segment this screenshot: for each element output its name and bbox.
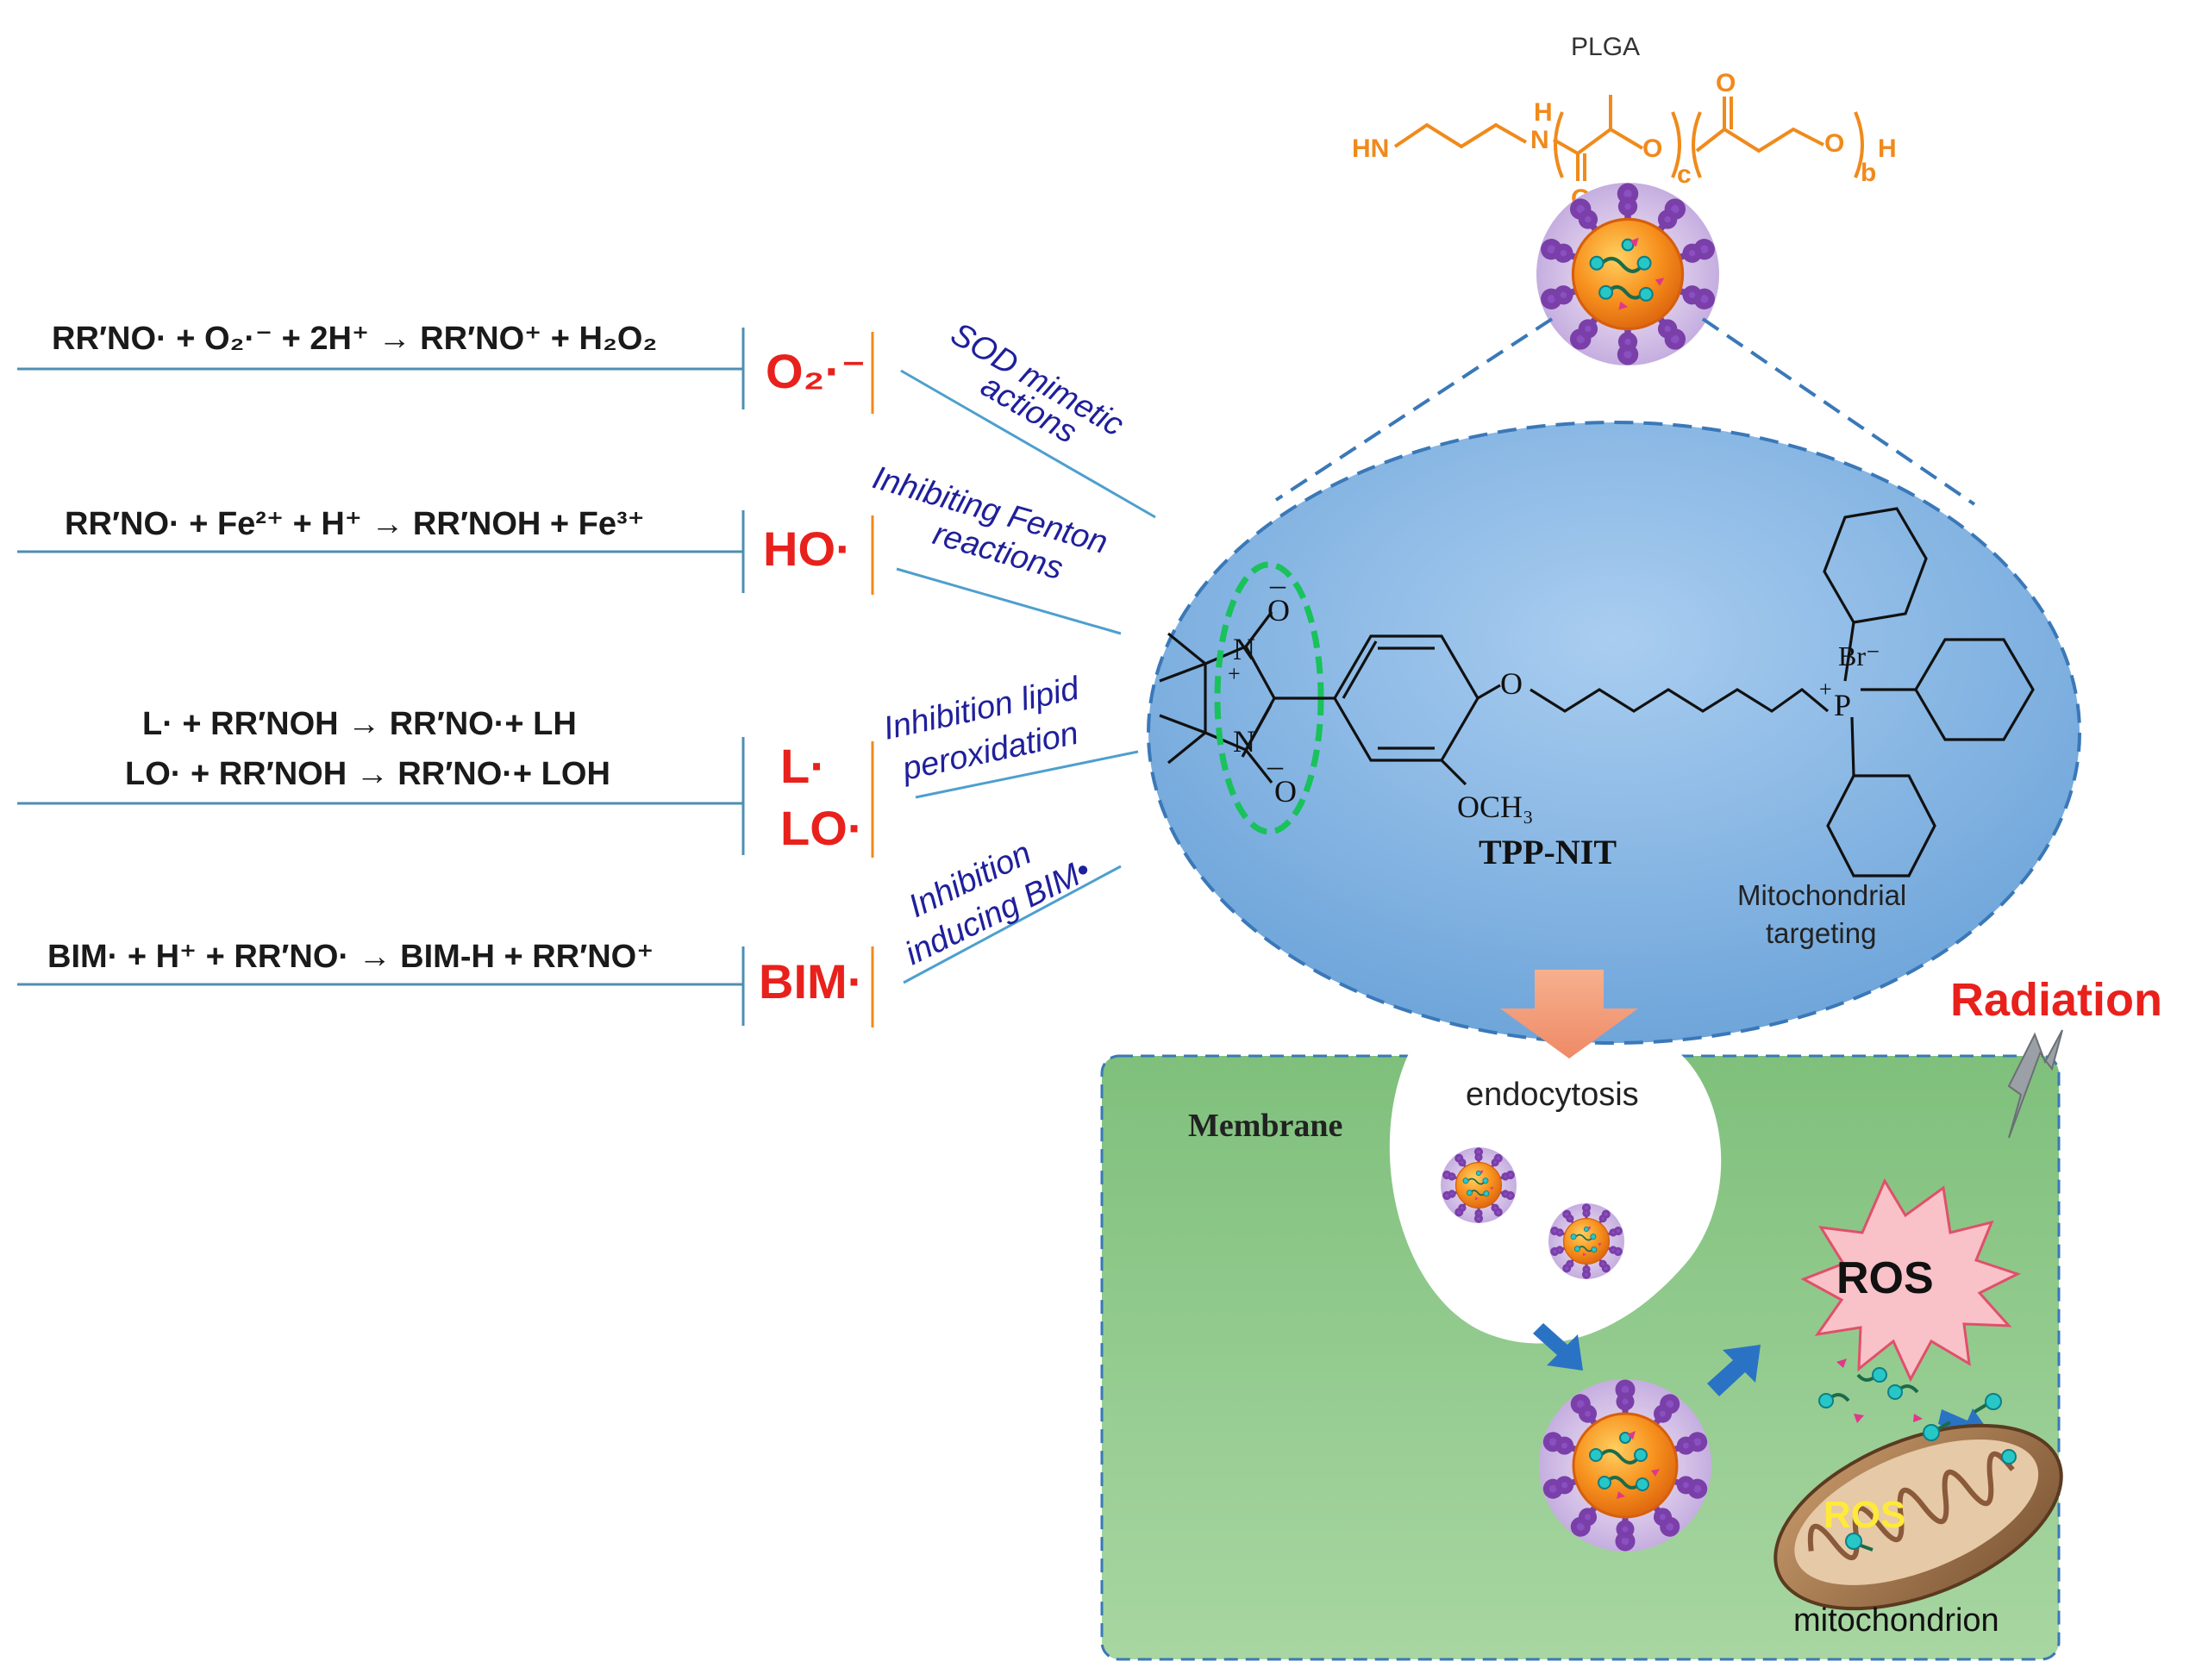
plga-h-end: H (1878, 134, 1897, 163)
equation-lipid: L· + RR′NOH → RR′NO·+ LH (142, 706, 577, 742)
atom-n-bottom: N (1233, 724, 1255, 759)
plga-o4: O (1824, 129, 1844, 158)
plga-hn: HN (1352, 134, 1389, 163)
atom-ether-o: O (1500, 666, 1523, 701)
atom-o-top: O (1267, 593, 1290, 628)
nanoparticle-vesicle-1 (1439, 1146, 1518, 1225)
equation-hydroxyl: RR′NO· + Fe²⁺ + H⁺ → RR′NOH + Fe³⁺ (65, 506, 645, 542)
lightning-icon (2007, 1029, 2063, 1139)
plga-h: H (1534, 98, 1553, 127)
plga-c-subscript: c (1677, 160, 1692, 189)
plga-n: N (1530, 126, 1549, 154)
atom-p: P (1834, 688, 1851, 722)
atom-o-bottom: O (1274, 774, 1297, 809)
nanoparticle-cytosol (1539, 1379, 1711, 1552)
action-labels: SOD mimetic actions Inhibiting Fenton re… (869, 315, 1156, 984)
charge-minus-top: – (1269, 567, 1286, 602)
reaction-panel: RR′NO· + O₂·⁻ + 2H⁺ → RR′NO⁺ + H₂O₂ O₂·⁻… (17, 321, 874, 1027)
projection-line-left (1274, 317, 1554, 502)
equation-bim: BIM· + H⁺ + RR′NO· → BIM-H + RR′NO⁺ (47, 939, 654, 975)
plga-label: PLGA (1571, 33, 1640, 61)
radical-lipoxyl: LO· (780, 801, 863, 855)
endocytosis-vesicle (1389, 1043, 1722, 1344)
nanoparticle-vesicle-2 (1547, 1202, 1626, 1281)
mitochondrion-label: mitochondrion (1793, 1602, 1999, 1639)
endocytosis-label: endocytosis (1466, 1077, 1639, 1113)
plga-o2: O (1642, 134, 1662, 163)
tpp-nit-molecule: N N O O – – + O OCH₃ P + Br⁻ TPP-NIT (1159, 507, 2035, 949)
plga-o3: O (1716, 69, 1736, 97)
nanoparticle-top (1536, 183, 1719, 365)
uptake-arrow (1500, 970, 1638, 1059)
membrane-label: Membrane (1188, 1108, 1342, 1144)
charge-p-plus: + (1819, 677, 1832, 702)
radiation-label: Radiation (1950, 974, 2162, 1026)
radical-lipid: L· (780, 739, 826, 793)
radical-bim: BIM· (759, 954, 863, 1009)
ros-burst: ROS (1800, 1177, 2021, 1383)
atom-n-top: N (1233, 632, 1255, 666)
projection-line-right (1701, 317, 1976, 506)
radical-superoxide: O₂·⁻ (766, 344, 866, 398)
mitochondrion: ROS mitochondrion (1773, 1393, 2063, 1639)
ros-burst-label: ROS (1836, 1253, 1934, 1303)
arrow-to-mitochondrion (1707, 1345, 1761, 1396)
charge-plus: + (1228, 661, 1241, 686)
molecule-name: TPP-NIT (1479, 833, 1617, 871)
targeting-label-line1: Mitochondrial (1737, 879, 1906, 911)
bromide-ion: Br⁻ (1838, 640, 1880, 671)
plga-structure: PLGA HN N H O O c O O b H (1352, 33, 1897, 213)
released-nitroxides (1818, 1358, 1923, 1423)
arrow-to-cytosol (1533, 1323, 1583, 1371)
equation-superoxide: RR′NO· + O₂·⁻ + 2H⁺ → RR′NO⁺ + H₂O₂ (52, 321, 657, 357)
radical-hydroxyl: HO· (763, 521, 852, 576)
methoxy-group: OCH₃ (1457, 790, 1534, 824)
ros-mito-label: ROS (1824, 1494, 1905, 1536)
plga-b-subscript: b (1861, 159, 1876, 187)
charge-minus-bottom: – (1267, 748, 1284, 783)
tpp-nit-ellipse (1147, 421, 2081, 1045)
equation-lipid-peroxyl: LO· + RR′NOH → RR′NO·+ LOH (125, 756, 610, 792)
targeting-label-line2: targeting (1766, 917, 1876, 949)
